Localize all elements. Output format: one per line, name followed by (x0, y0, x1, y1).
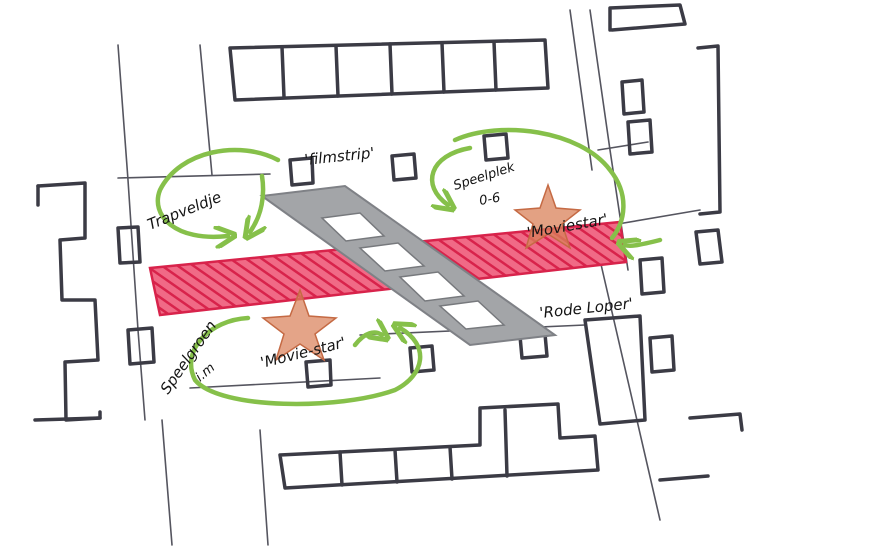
green-arrows (155, 127, 663, 407)
star-marker-bottom (260, 287, 339, 362)
star-marker-top (513, 182, 582, 250)
top-building-block (228, 38, 550, 102)
speelplek-age-label: 0-6 (478, 190, 502, 208)
left-building-block (33, 181, 156, 422)
bottom-building-block (278, 402, 600, 490)
speelgroen-title-label: Speelgroen (157, 317, 221, 397)
filmstrip (259, 184, 558, 347)
speelplek-title-label: Speelplek (452, 160, 517, 194)
filmstrip-label: 'filmstrip' (304, 144, 376, 169)
right-building-block (583, 3, 744, 482)
